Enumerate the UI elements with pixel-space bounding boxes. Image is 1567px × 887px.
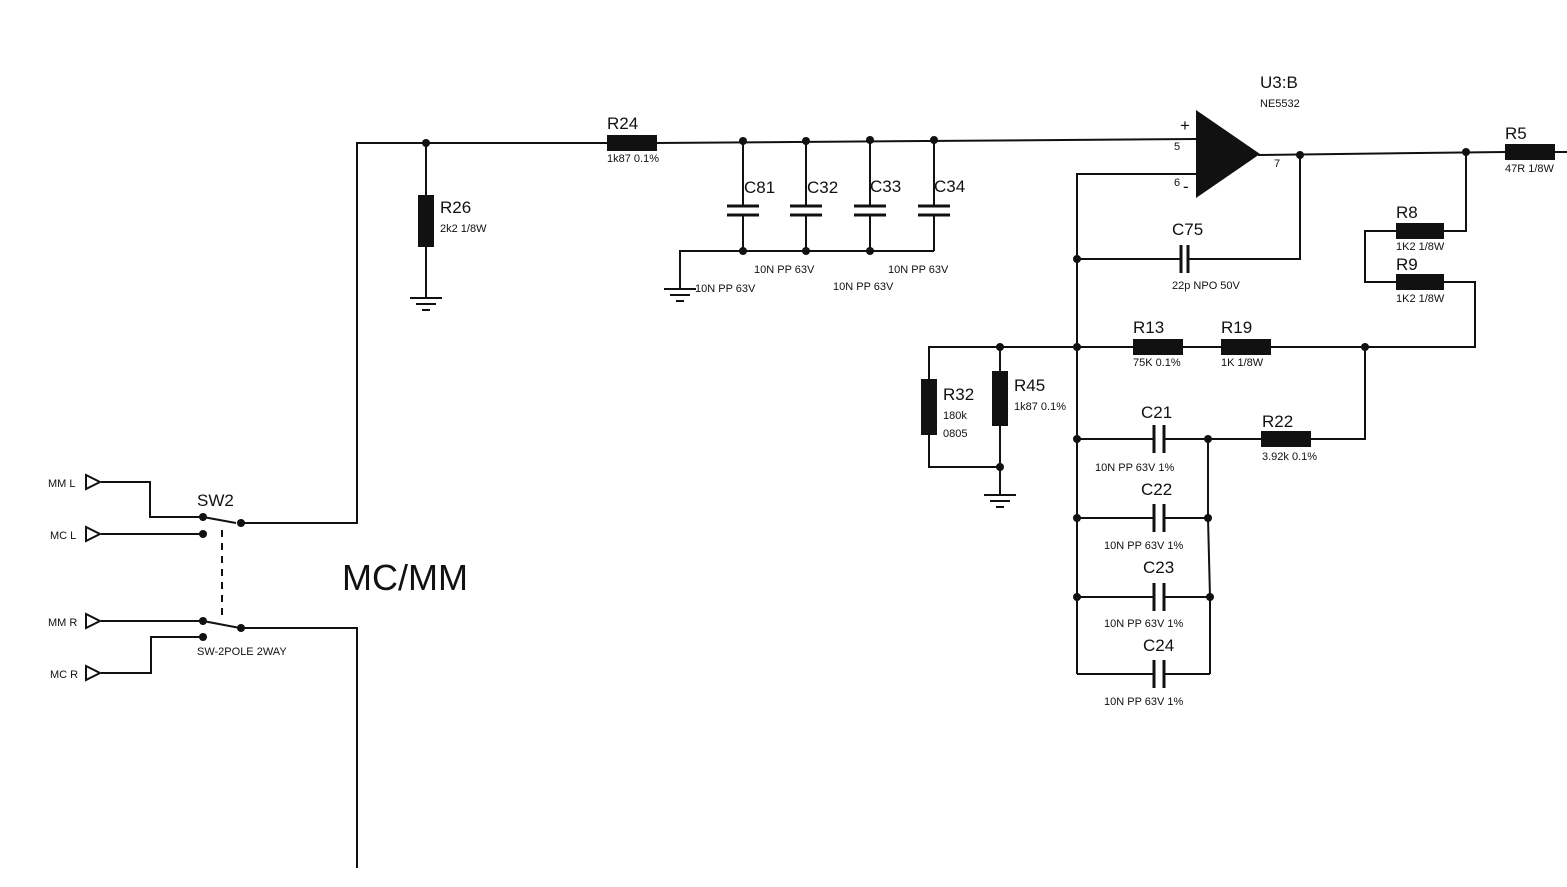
c81-ref-label: C81 — [744, 178, 775, 197]
c33-ref-label: C33 — [870, 177, 901, 196]
resistor-r32 — [921, 379, 937, 435]
capacitor-c32 — [790, 204, 822, 217]
capacitor-c33 — [854, 204, 886, 217]
resistor-r5 — [1505, 144, 1555, 160]
r24-ref-label: R24 — [607, 114, 638, 133]
c22-ref-label: C22 — [1141, 480, 1172, 499]
wires — [101, 138, 1567, 868]
opamp-ref-label: U3:B — [1260, 73, 1298, 92]
junction-dots — [199, 136, 1470, 641]
port-arrow-mc-r — [85, 664, 103, 682]
port-label-mc-l: MC L — [50, 530, 76, 542]
c33-value-label: 10N PP 63V — [833, 281, 894, 293]
ground-symbol-r26 — [410, 297, 442, 311]
r26-value-label: 2k2 1/8W — [440, 223, 487, 235]
resistor-r45 — [992, 371, 1008, 426]
r8-ref-label: R8 — [1396, 203, 1418, 222]
r32-package-label: 0805 — [943, 428, 967, 440]
switch-value-label: SW-2POLE 2WAY — [197, 646, 287, 658]
opamp-plus-sign: + — [1180, 116, 1190, 135]
resistor-r13 — [1133, 339, 1183, 355]
c75-ref-label: C75 — [1172, 220, 1203, 239]
resistor-r22 — [1261, 431, 1311, 447]
resistor-r9 — [1396, 274, 1444, 290]
resistor-r8 — [1396, 223, 1444, 239]
c75-value-label: 22p NPO 50V — [1172, 280, 1241, 292]
r5-value-label: 47R 1/8W — [1505, 163, 1555, 175]
capacitor-c23 — [1152, 583, 1166, 611]
c34-ref-label: C34 — [934, 177, 965, 196]
switch-ref-label: SW2 — [197, 491, 234, 510]
c22-value-label: 10N PP 63V 1% — [1104, 540, 1184, 552]
opamp-triangle — [1196, 110, 1260, 198]
r22-value-label: 3.92k 0.1% — [1262, 451, 1317, 463]
ground-symbol-caps — [664, 288, 696, 302]
r19-value-label: 1K 1/8W — [1221, 357, 1264, 369]
c21-ref-label: C21 — [1141, 403, 1172, 422]
c23-value-label: 10N PP 63V 1% — [1104, 618, 1184, 630]
r9-ref-label: R9 — [1396, 255, 1418, 274]
capacitor-c34 — [918, 204, 950, 217]
r24-value-label: 1k87 0.1% — [607, 153, 659, 165]
opamp-pin6: 6 — [1174, 177, 1180, 189]
port-label-mm-r: MM R — [48, 617, 77, 629]
opamp-pin7: 7 — [1274, 158, 1280, 170]
r19-ref-label: R19 — [1221, 318, 1252, 337]
r5-ref-label: R5 — [1505, 124, 1527, 143]
port-arrow-mm-r — [85, 612, 103, 630]
r26-ref-label: R26 — [440, 198, 471, 217]
port-arrow-mm-l — [85, 473, 103, 491]
c23-ref-label: C23 — [1143, 558, 1174, 577]
capacitor-c81 — [727, 204, 759, 217]
r32-ref-label: R32 — [943, 385, 974, 404]
capacitor-c22 — [1152, 504, 1166, 532]
r32-value-label: 180k — [943, 410, 967, 422]
r8-value-label: 1K2 1/8W — [1396, 241, 1445, 253]
c24-value-label: 10N PP 63V 1% — [1104, 696, 1184, 708]
port-label-mm-l: MM L — [48, 478, 76, 490]
resistor-r19 — [1221, 339, 1271, 355]
opamp-pin5: 5 — [1174, 141, 1180, 153]
r45-value-label: 1k87 0.1% — [1014, 401, 1066, 413]
r22-ref-label: R22 — [1262, 412, 1293, 431]
r13-value-label: 75K 0.1% — [1133, 357, 1181, 369]
c32-ref-label: C32 — [807, 178, 838, 197]
opamp-part-label: NE5532 — [1260, 98, 1300, 110]
c24-ref-label: C24 — [1143, 636, 1174, 655]
capacitor-c21 — [1152, 425, 1166, 453]
section-label: MC/MM — [342, 557, 468, 598]
resistor-r24 — [607, 135, 657, 151]
opamp-minus-sign: - — [1183, 177, 1189, 196]
capacitor-c75 — [1179, 245, 1190, 273]
port-label-mc-r: MC R — [50, 669, 78, 681]
c81-value-label: 10N PP 63V — [695, 283, 756, 295]
ground-symbol-r45 — [984, 494, 1016, 508]
r13-ref-label: R13 — [1133, 318, 1164, 337]
c32-value-label: 10N PP 63V — [754, 264, 815, 276]
c34-value-label: 10N PP 63V — [888, 264, 949, 276]
capacitor-c24 — [1152, 660, 1166, 688]
port-arrow-mc-l — [85, 525, 103, 543]
resistor-r26 — [418, 195, 434, 247]
r45-ref-label: R45 — [1014, 376, 1045, 395]
r9-value-label: 1K2 1/8W — [1396, 293, 1445, 305]
c21-value-label: 10N PP 63V 1% — [1095, 462, 1175, 474]
